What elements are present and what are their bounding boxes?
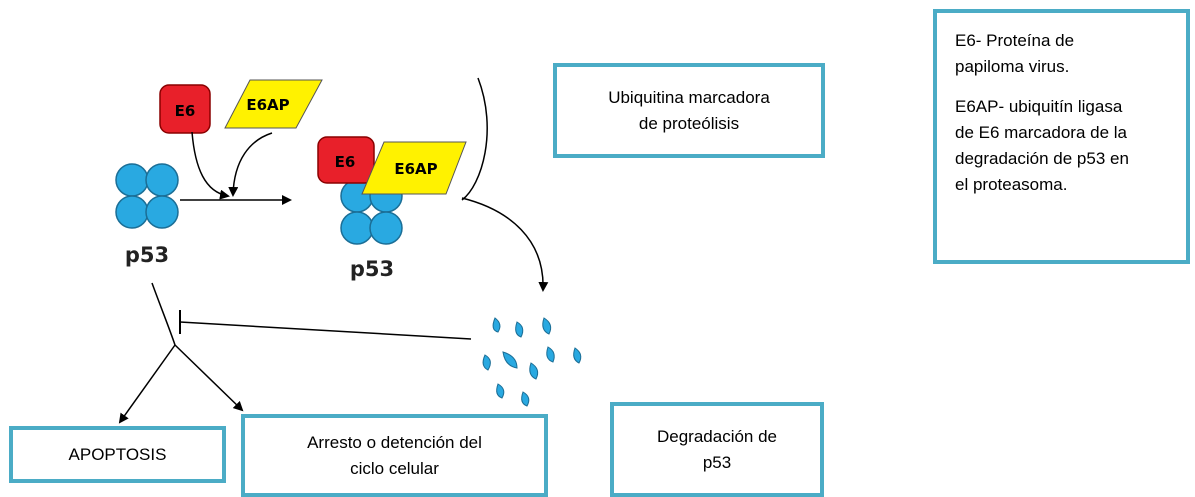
ubiquitina-line1: Ubiquitina marcadora — [608, 87, 770, 107]
legend-e6ap-line4: el proteasoma. — [955, 175, 1068, 194]
degradacion-line1: Degradación de — [656, 426, 778, 446]
e6-join-arrow — [191, 131, 230, 200]
degradacion-line2: p53 — [702, 452, 732, 472]
apoptosis-box: APOPTOSIS — [9, 426, 226, 483]
svg-text:E6: E6 — [175, 102, 196, 120]
e6ap-join-arrow — [228, 132, 273, 197]
ubiquitina-line2: de proteólisis — [638, 113, 740, 133]
svg-text:E6: E6 — [335, 153, 356, 171]
legend-e6ap-line1: E6AP- ubiquitín ligasa — [955, 97, 1123, 116]
ubiquitin-curve — [461, 77, 488, 201]
right-p53-label: p53 — [350, 257, 394, 281]
degradacion-box: Degradación de p53 — [610, 402, 824, 497]
apoptosis-arrow — [118, 344, 176, 424]
left-p53-label: p53 — [125, 243, 169, 267]
legend-e6ap-line3: degradación de p53 en — [955, 149, 1129, 168]
apoptosis-label: APOPTOSIS — [68, 444, 167, 464]
arresto-box: Arresto o detención del ciclo celular — [241, 414, 548, 497]
svg-text:E6AP: E6AP — [394, 160, 437, 178]
inhibition-line — [179, 321, 472, 340]
arresto-line1: Arresto o detención del — [307, 432, 482, 452]
arresto-line2: ciclo celular — [350, 458, 439, 478]
right-e6ap-tag: E6AP — [361, 141, 467, 195]
left-e6ap-tag: E6AP — [224, 79, 323, 129]
arrest-arrow — [174, 344, 244, 412]
outcome-stem — [151, 282, 176, 346]
left-p53-tetramer — [115, 163, 179, 229]
legend-box: E6- Proteína de papiloma virus. E6AP- ub… — [933, 9, 1190, 264]
right-e6-tag: E6 — [317, 136, 375, 184]
legend-e6-line2: papiloma virus. — [955, 57, 1070, 76]
left-e6-tag: E6 — [159, 84, 211, 134]
legend-e6-line1: E6- Proteína de — [955, 31, 1075, 50]
degradation-arrow — [461, 197, 549, 292]
ubiquitina-box: Ubiquitina marcadora de proteólisis — [553, 63, 825, 158]
svg-text:E6AP: E6AP — [246, 96, 289, 114]
legend-e6ap-line2: de E6 marcadora de la — [955, 123, 1127, 142]
p53-fragments — [482, 317, 582, 407]
